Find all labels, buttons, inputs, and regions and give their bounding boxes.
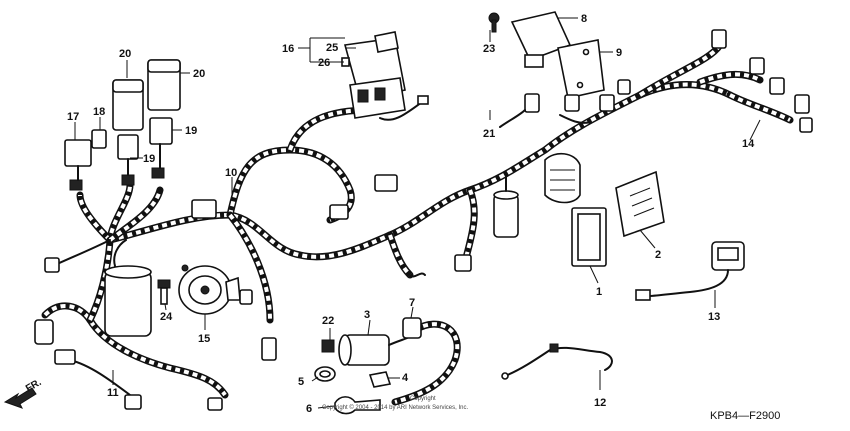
copyright-notice: Copyright Copyright © 2004 - 2014 by ARI… [322,396,468,411]
callout-9: 9 [616,47,622,59]
capacitor [493,174,519,238]
callout-7: 7 [409,297,415,309]
control-unit [488,11,605,99]
callout-numbers: 1 2 3 4 5 6 7 8 9 10 11 12 13 14 15 16 1… [67,13,755,415]
harness-connectors [34,79,631,411]
relay-set [64,59,181,191]
leader-lines [74,17,761,409]
callout-2: 2 [655,249,661,261]
bolt-24 [157,279,171,305]
fuse-box [341,31,429,121]
callout-12: 12 [594,397,606,409]
ground-wire [501,343,613,380]
spark-plug-cap-wire [391,317,461,406]
callout-15: 15 [198,333,210,345]
callout-4: 4 [402,372,409,384]
callout-14: 14 [742,138,755,150]
callout-17: 17 [67,111,79,123]
sensor-unit [635,241,745,301]
regulator-and-cdi [544,152,665,267]
copyright-line-2: Copyright © 2004 - 2014 by ARI Network S… [322,404,468,411]
callout-13: 13 [708,311,720,323]
callout-19a: 19 [185,125,197,137]
callout-26: 26 [318,57,330,69]
small-parts [314,339,392,415]
callout-23: 23 [483,43,495,55]
callout-5: 5 [298,376,304,388]
callout-10: 10 [225,167,237,179]
callout-11: 11 [107,387,119,399]
copyright-line-1: Copyright [410,396,436,402]
starter-relay [338,333,416,366]
front-arrow-label: FR. [24,377,44,395]
callout-21: 21 [483,128,495,140]
callout-22: 22 [322,315,334,327]
callout-25: 25 [326,42,338,54]
callout-6: 6 [306,403,312,415]
callout-3: 3 [364,309,370,321]
callout-19b: 19 [143,153,155,165]
callout-16: 16 [282,43,294,55]
horn [178,264,241,315]
callout-24: 24 [160,311,173,323]
callout-20a: 20 [119,48,131,60]
right-harness [636,29,813,133]
callout-20b: 20 [193,68,205,80]
callout-18: 18 [93,106,105,118]
large-capacitor [104,239,152,337]
callout-8: 8 [581,13,587,25]
front-direction-arrow: FR. [3,377,44,409]
main-wire-harness [106,81,734,324]
callout-1: 1 [596,286,602,298]
diagram-code: KPB4—F2900 [710,410,780,422]
